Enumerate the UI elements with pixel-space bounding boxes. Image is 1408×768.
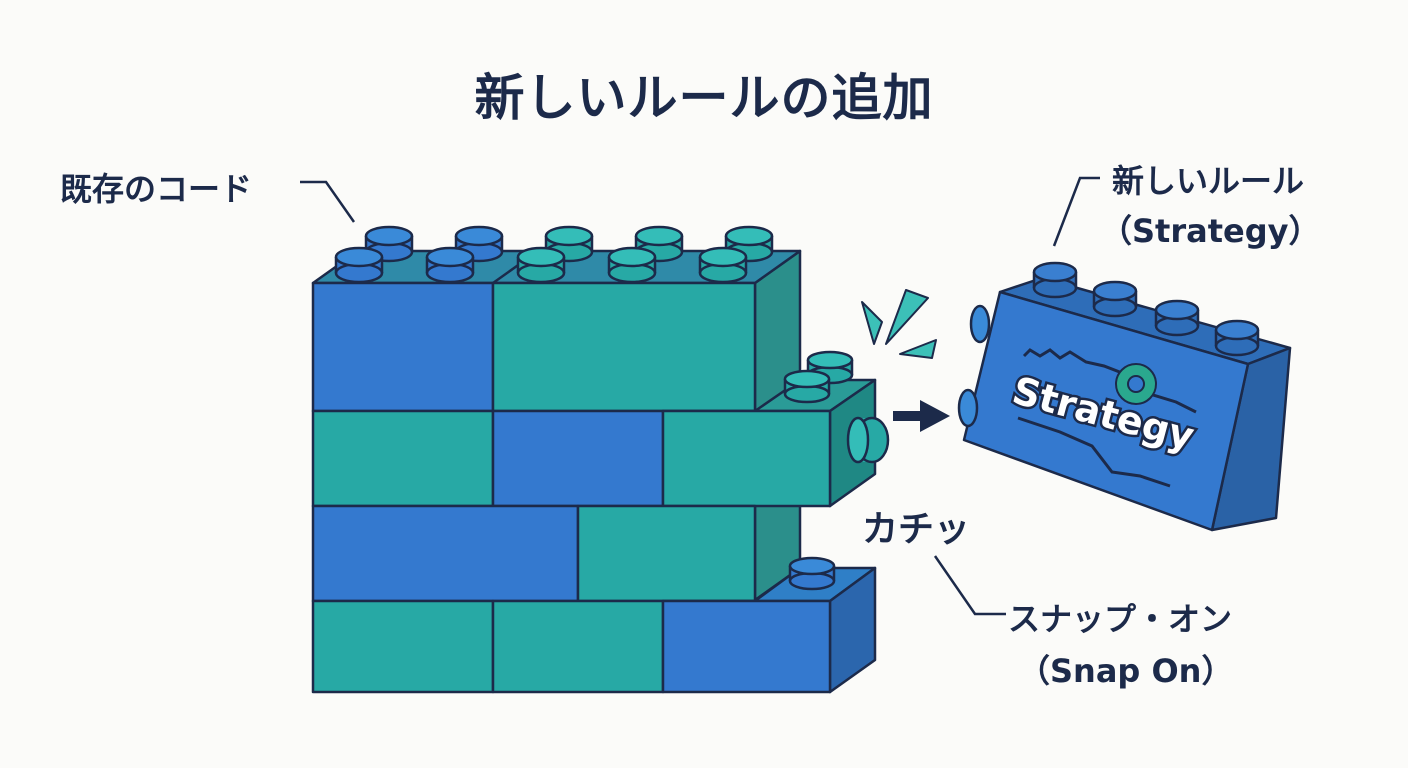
existing-code-wall	[311, 249, 877, 694]
stud	[634, 225, 684, 263]
circuit-pattern	[1017, 348, 1197, 488]
side-stud	[957, 388, 979, 428]
brick-row2-c	[661, 409, 832, 508]
brick-row2-a	[311, 409, 495, 508]
snap-on-label: スナップ・オン	[1008, 600, 1233, 638]
side-stud	[969, 304, 991, 344]
brick-row1-a	[311, 281, 495, 413]
snap-on-english-label: （Snap On）	[1018, 652, 1234, 690]
stud	[425, 246, 475, 284]
page-title: 新しいルールの追加	[474, 69, 934, 127]
click-spark-icon	[861, 289, 937, 359]
new-rule-leader-line	[1052, 176, 1100, 247]
new-rule-label: 新しいルール	[1112, 162, 1305, 200]
wall-studs	[334, 225, 890, 591]
stud	[788, 556, 836, 591]
snap-on-leader-line	[933, 555, 1006, 616]
click-sound-label: カチッ	[862, 509, 971, 550]
brick-row1-b	[491, 281, 757, 413]
stud	[1092, 280, 1138, 318]
gear-icon	[1115, 363, 1157, 405]
existing-code-label: 既存のコード	[60, 170, 253, 208]
brick-row3-a	[311, 504, 580, 603]
existing-code-leader-line	[300, 180, 356, 223]
stud	[698, 246, 748, 284]
brick-row2-b	[491, 409, 665, 508]
side-connector-stud	[846, 416, 890, 464]
new-rule-strategy-label: （Strategy）	[1100, 212, 1321, 250]
stud	[334, 246, 384, 284]
stud	[1154, 299, 1200, 337]
brick-row3-b	[576, 504, 757, 603]
stud	[1032, 261, 1078, 299]
stud	[783, 369, 831, 404]
stud	[1214, 319, 1260, 357]
brick-row4-a	[311, 599, 495, 694]
stud	[607, 246, 657, 284]
brick-row4-c	[661, 599, 832, 694]
snap-arrow-icon	[893, 400, 950, 432]
brick-row4-b	[491, 599, 665, 694]
stud	[516, 246, 566, 284]
